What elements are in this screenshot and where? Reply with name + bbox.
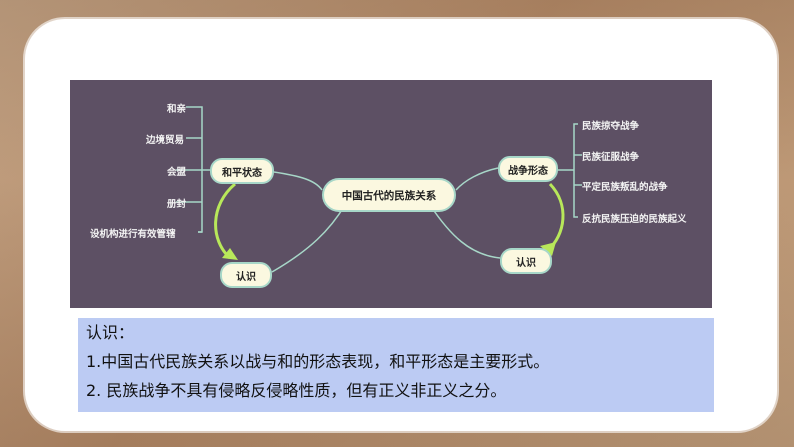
node-left-insight: 认识: [220, 262, 272, 288]
war-item-conquest: 民族征服战争: [582, 152, 640, 163]
war-item-plunder: 民族掠夺战争: [582, 121, 640, 132]
peace-item-heqin: 和亲: [167, 104, 187, 115]
connector-lines: [176, 106, 582, 273]
peace-item-alliance: 会盟: [167, 167, 187, 178]
war-item-suppression: 平定民族叛乱的战争: [582, 182, 668, 193]
mind-map: 和亲 边境贸易 会盟 册封 设机构进行有效管辖 和平状态 中国古代的民族关系 战…: [70, 80, 712, 308]
insight-note-box: 认识： 1.中国古代民族关系以战与和的形态表现，和平形态是主要形式。 2. 民族…: [78, 318, 714, 412]
node-center-topic: 中国古代的民族关系: [322, 178, 456, 212]
peace-item-enfeoffment: 册封: [167, 199, 187, 210]
node-right-insight: 认识: [500, 248, 552, 274]
node-war-form: 战争形态: [498, 156, 558, 182]
peace-item-administration: 设机构进行有效管辖: [90, 229, 176, 240]
note-heading: 认识：: [86, 323, 135, 342]
node-peace-state: 和平状态: [210, 158, 274, 184]
note-line-1: 1.中国古代民族关系以战与和的形态表现，和平形态是主要形式。: [86, 352, 550, 371]
peace-item-border-trade: 边境贸易: [146, 135, 185, 146]
war-item-uprising: 反抗民族压迫的民族起义: [582, 214, 687, 225]
note-line-2: 2. 民族战争不具有侵略反侵略性质，但有正义非正义之分。: [86, 381, 507, 400]
